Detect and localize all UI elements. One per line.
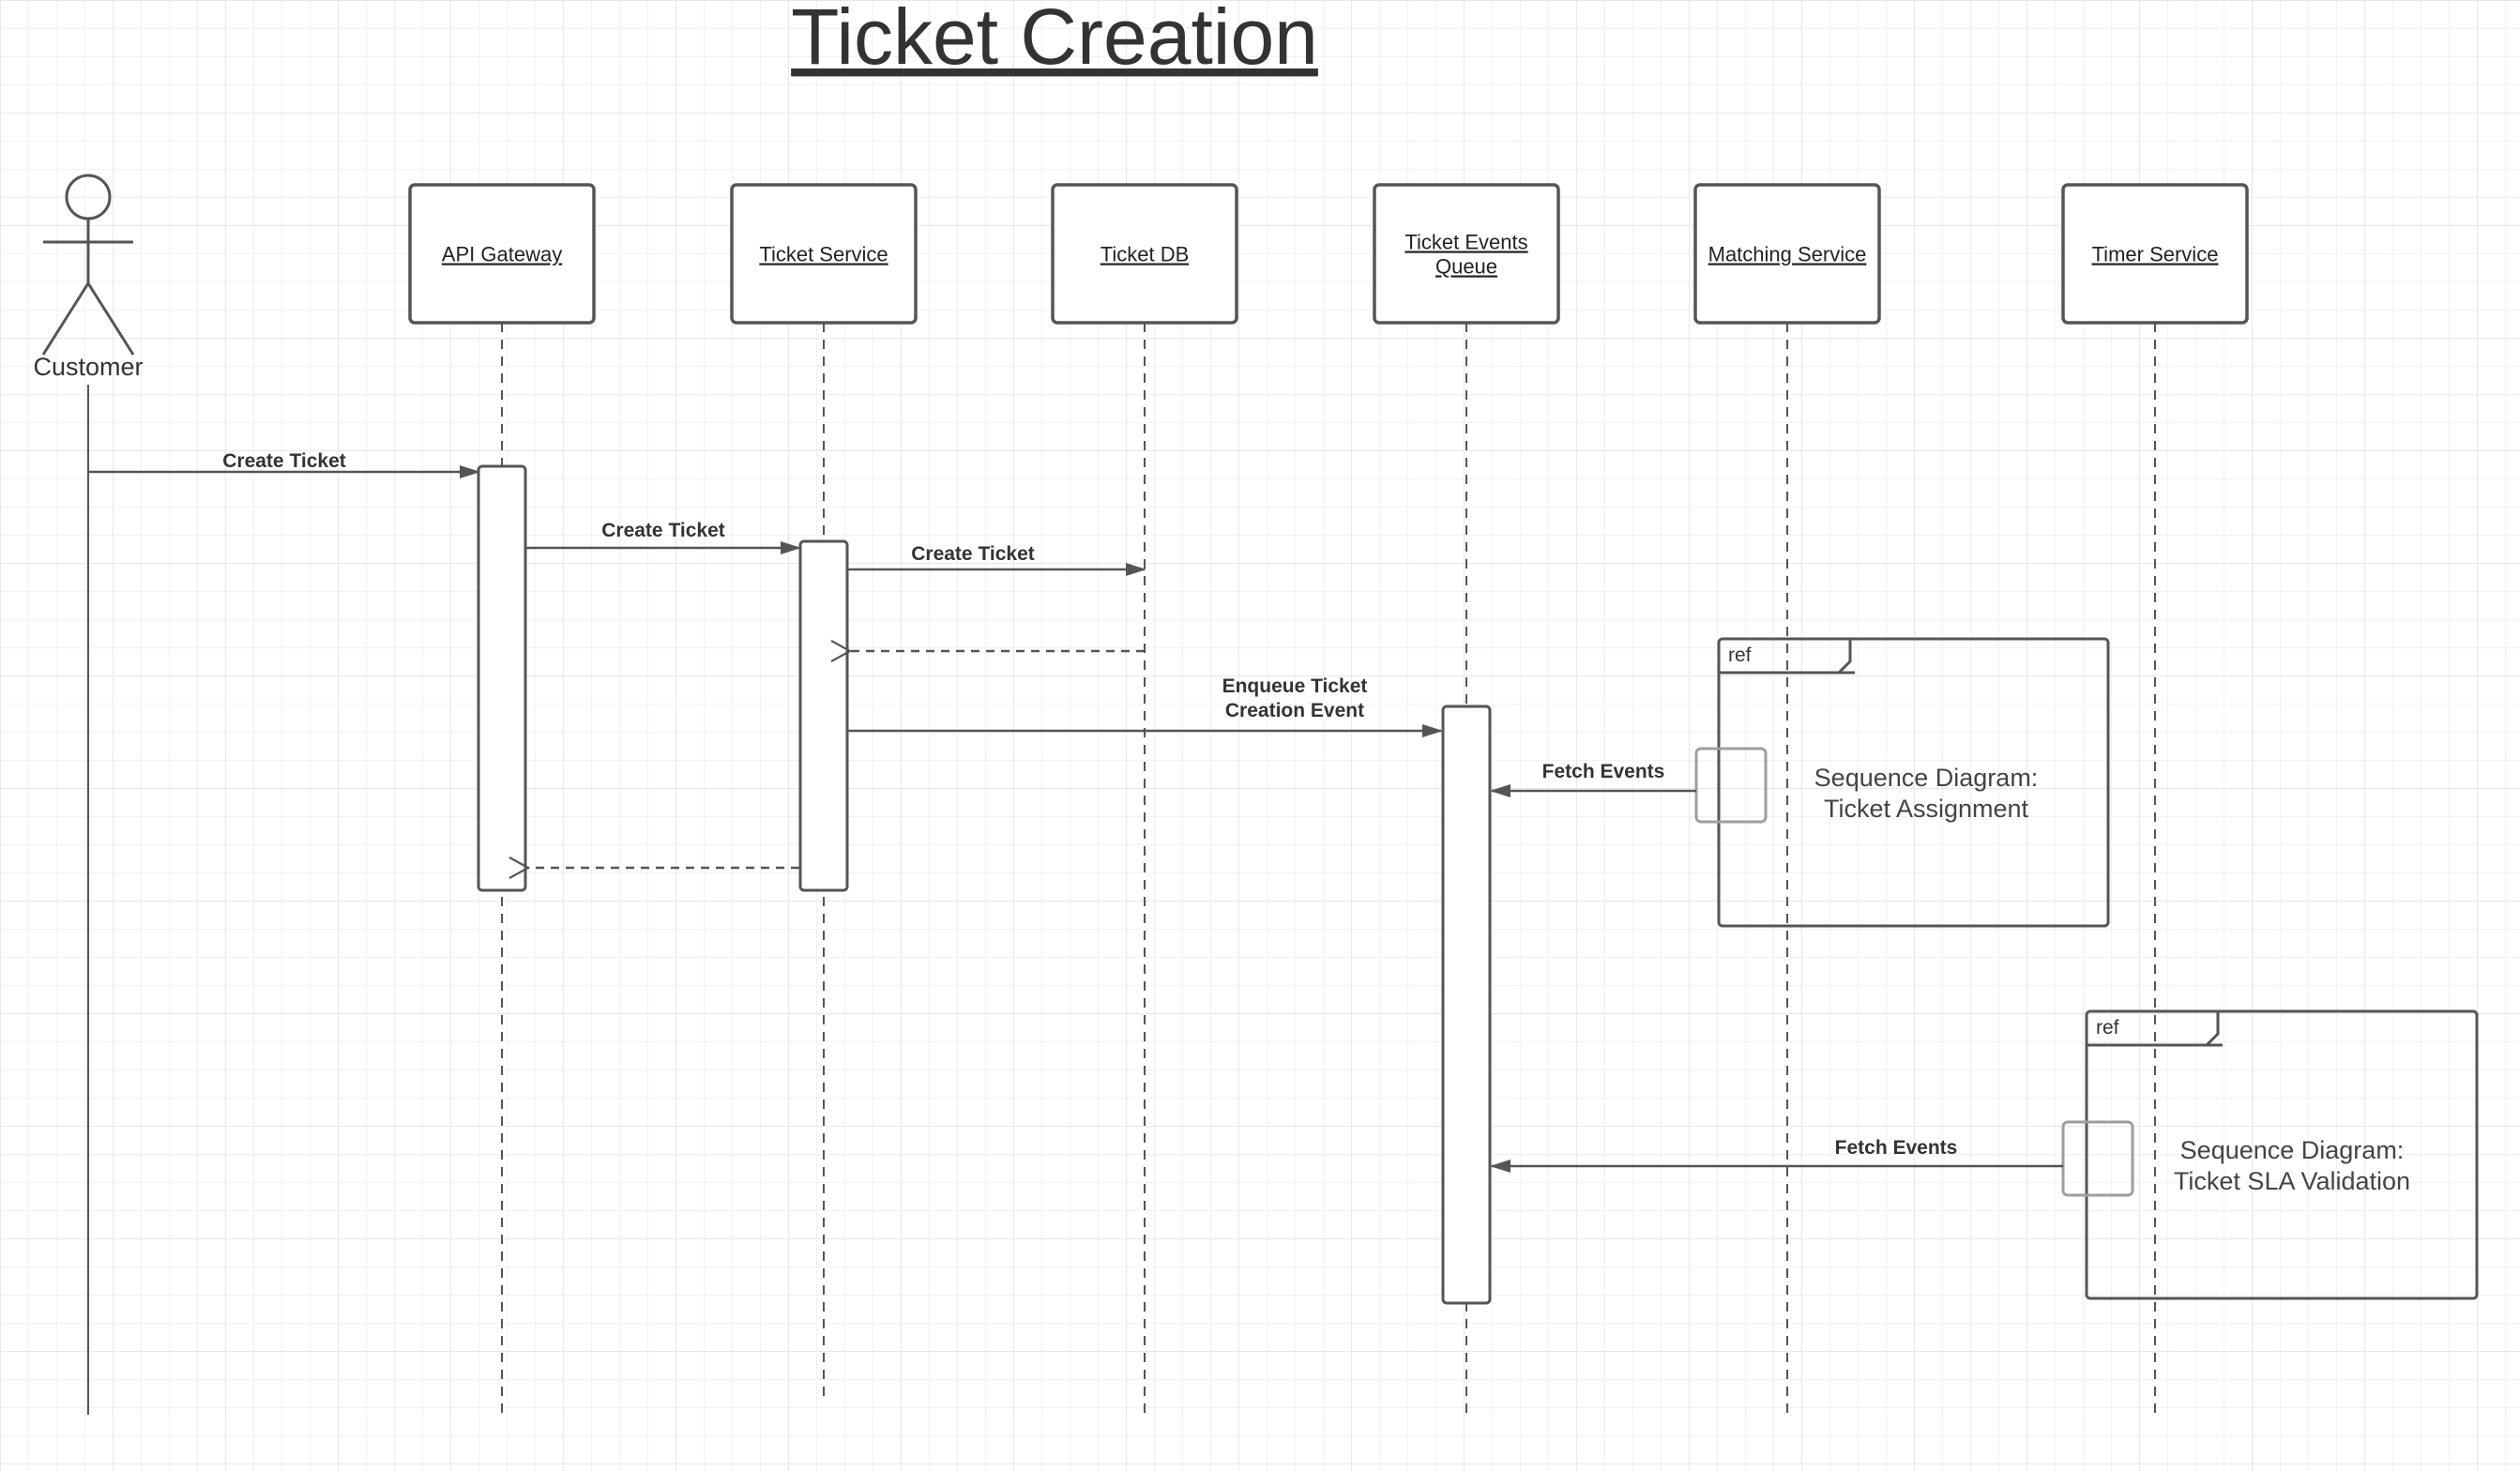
participant-label-matching: Matching Service xyxy=(1708,243,1867,266)
ref-body-label: Sequence Diagram: xyxy=(2180,1136,2405,1164)
message-label: Enqueue Ticket xyxy=(1222,675,1368,697)
ref-tab xyxy=(1719,639,1852,675)
ref-body-label: Ticket Assignment xyxy=(1824,795,2029,823)
participant-box-ticket_service xyxy=(730,183,918,325)
diagram-title: Ticket Creation xyxy=(791,0,1318,81)
message-label: Fetch Events xyxy=(1542,761,1665,782)
message-label: Create Ticket xyxy=(222,450,346,472)
customer-actor-icon xyxy=(41,174,135,356)
actor-label: Customer xyxy=(33,353,143,381)
participant-box-matching xyxy=(1693,183,1881,325)
message-label: Creation Event xyxy=(1225,700,1364,721)
ref-frame xyxy=(1717,637,2110,928)
message-label: Create Ticket xyxy=(601,520,725,541)
participant-label-api: API Gateway xyxy=(442,243,562,266)
participant-label-ticket_db: Ticket DB xyxy=(1101,243,1190,266)
participant-label-timer: Timer Service xyxy=(2092,243,2219,266)
participant-box-ticket_db xyxy=(1051,183,1238,325)
ref-tab xyxy=(2087,1011,2220,1047)
actor-left-leg xyxy=(41,282,90,356)
message-label: Create Ticket xyxy=(911,543,1035,565)
activation-bar-ticket_service xyxy=(798,539,849,892)
matching-activation-square xyxy=(1694,747,1768,824)
participant-box-queue xyxy=(1373,183,1560,325)
activation-bar-queue xyxy=(1441,705,1492,1305)
participant-label-queue: Queue xyxy=(1435,255,1497,279)
ref-tag-label: ref xyxy=(2096,1017,2119,1039)
actor-head xyxy=(65,174,112,220)
ref-frame xyxy=(2085,1009,2479,1300)
ref-body-label: Sequence Diagram: xyxy=(1814,764,2039,792)
ref-tag-label: ref xyxy=(1728,645,1752,666)
participant-label-ticket_service: Ticket Service xyxy=(759,243,888,266)
ref-body-label: Ticket SLA Validation xyxy=(2174,1167,2410,1195)
participant-box-api xyxy=(408,183,596,325)
actor-right-leg xyxy=(86,282,135,356)
timer-activation-square xyxy=(2061,1120,2134,1197)
participant-label-queue: Ticket Events xyxy=(1404,231,1527,254)
activation-bar-api xyxy=(477,464,527,892)
participant-box-timer xyxy=(2061,183,2249,325)
message-label: Fetch Events xyxy=(1835,1137,1958,1159)
